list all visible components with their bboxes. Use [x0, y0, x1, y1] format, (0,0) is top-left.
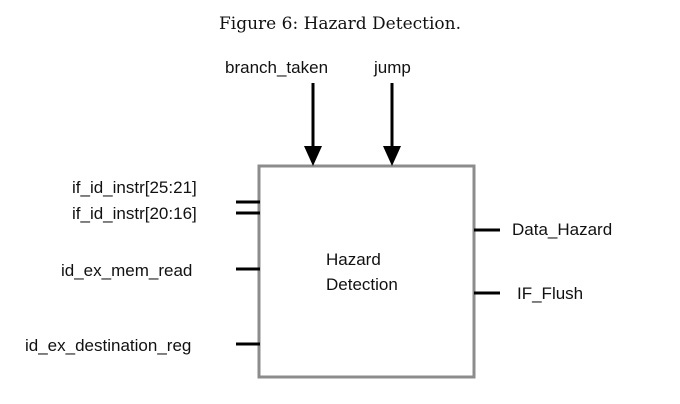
block-label-line1: Hazard — [326, 250, 381, 269]
block-label-line2: Detection — [326, 275, 398, 294]
top-input-arrow-jump — [383, 83, 401, 166]
right-output-label-data-hazard: Data_Hazard — [512, 220, 612, 239]
top-input-arrow-branch-taken — [304, 83, 322, 166]
right-output-label-if-flush: IF_Flush — [517, 284, 583, 303]
figure-caption: Figure 6: Hazard Detection. — [218, 14, 462, 34]
top-input-label-branch-taken: branch_taken — [225, 58, 328, 77]
left-input-label-instr-20-16: if_id_instr[20:16] — [72, 204, 197, 223]
left-input-label-destination-reg: id_ex_destination_reg — [25, 336, 191, 355]
hazard-detection-block — [257, 164, 476, 379]
left-input-label-mem-read: id_ex_mem_read — [61, 261, 192, 280]
top-input-label-jump: jump — [373, 58, 411, 77]
left-input-label-instr-25-21: if_id_instr[25:21] — [72, 178, 197, 197]
